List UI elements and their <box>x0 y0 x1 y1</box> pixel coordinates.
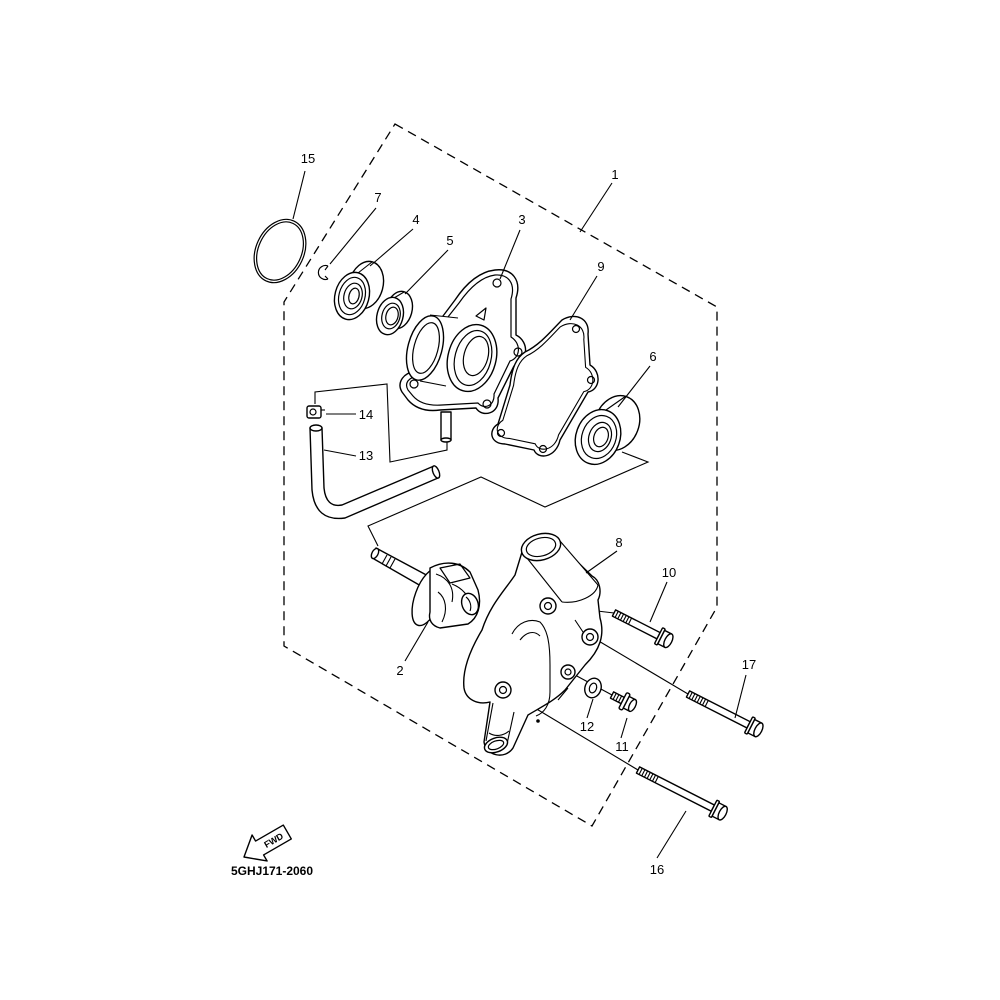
pump-cover <box>463 532 603 756</box>
callout-2: 2 <box>396 663 403 678</box>
leader-lines <box>292 170 747 859</box>
callout-8: 8 <box>615 535 622 550</box>
impeller <box>370 547 481 629</box>
oil-seal <box>375 290 414 336</box>
callout-12: 12 <box>580 719 594 734</box>
callout-6: 6 <box>649 349 656 364</box>
hose-clamp <box>306 405 325 419</box>
gasket <box>491 315 599 457</box>
diagram-part-code: 5GHJ171-2060 <box>231 864 313 878</box>
callout-10: 10 <box>662 565 676 580</box>
o-ring <box>253 218 307 284</box>
circlip <box>317 264 329 281</box>
callout-1: 1 <box>611 167 618 182</box>
bearing-upper <box>333 260 385 321</box>
assembly-boundary <box>283 123 718 827</box>
bolt-long <box>685 690 764 738</box>
bearing-lower <box>574 394 641 466</box>
callout-14: 14 <box>359 407 373 422</box>
callout-15: 15 <box>301 151 315 166</box>
forward-arrow-icon: FWD <box>243 824 293 862</box>
bolt-medium <box>611 609 674 649</box>
callout-16: 16 <box>650 862 664 877</box>
washer <box>584 677 602 699</box>
callout-7: 7 <box>374 190 381 205</box>
hose <box>309 424 441 520</box>
bolt-short <box>609 691 638 713</box>
pump-housing <box>399 269 527 443</box>
callout-5: 5 <box>446 233 453 248</box>
callout-labels: 1 2 3 4 5 6 7 8 9 10 11 12 13 14 15 16 1… <box>301 151 756 877</box>
bolt-longest <box>635 766 728 821</box>
callout-17: 17 <box>742 657 756 672</box>
callout-4: 4 <box>412 212 419 227</box>
callout-9: 9 <box>597 259 604 274</box>
callout-11: 11 <box>615 739 629 754</box>
callout-13: 13 <box>359 448 373 463</box>
callout-3: 3 <box>518 212 525 227</box>
